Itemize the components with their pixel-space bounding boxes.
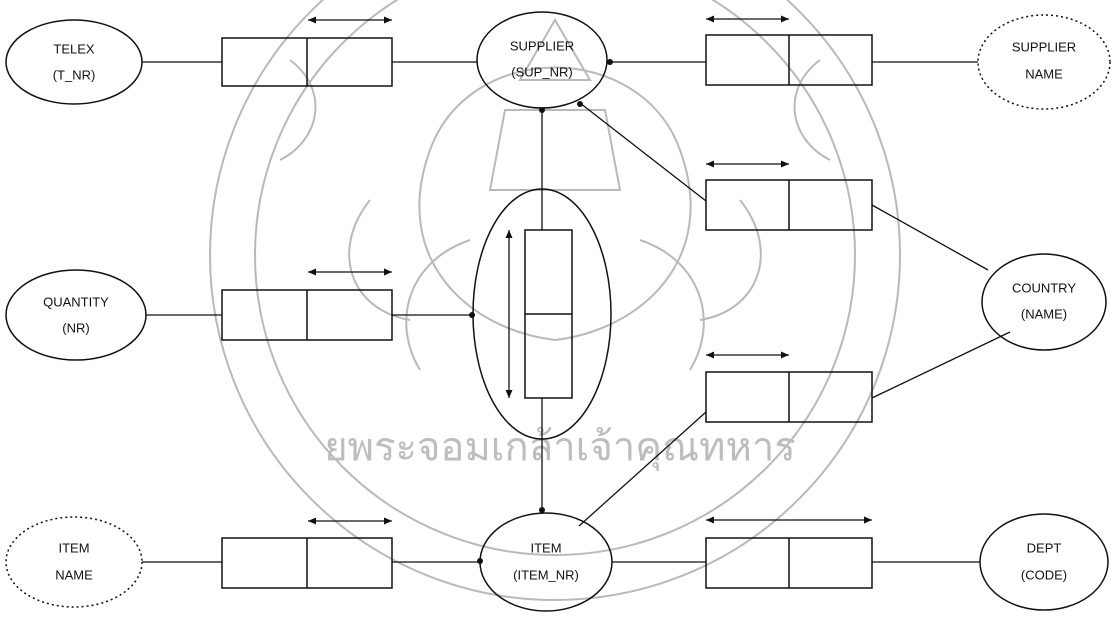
- entity-supplier: SUPPLIER (SUP_NR): [477, 12, 607, 108]
- table-box-item-dept: [706, 538, 872, 588]
- entity-label: ITEM: [530, 540, 561, 555]
- entity-dept: DEPT (CODE): [980, 514, 1108, 610]
- entity-label: COUNTRY: [1012, 280, 1076, 295]
- entity-key: (NAME): [1021, 306, 1067, 321]
- double-arrow-icon: [706, 352, 789, 359]
- table-box-supplier-name: [706, 35, 872, 85]
- double-arrow-icon: [706, 16, 789, 23]
- watermark-seal: ยพระจอมเกล้าเจ้าคุณทหาร: [210, 0, 900, 600]
- double-arrow-icon: [706, 161, 789, 168]
- watermark-text: ยพระจอมเกล้าเจ้าคุณทหาร: [324, 426, 796, 472]
- attribute-item-name: ITEM NAME: [6, 517, 142, 607]
- entity-item: ITEM (ITEM_NR): [480, 513, 612, 611]
- entity-label: SUPPLIER: [510, 38, 574, 53]
- entity-key: (NR): [62, 320, 89, 335]
- entity-label: DEPT: [1027, 540, 1062, 555]
- entity-label: TELEX: [53, 41, 95, 56]
- double-arrow-icon: [308, 17, 392, 24]
- double-arrow-icon: [308, 518, 392, 525]
- table-box-item-name: [222, 538, 392, 588]
- double-arrow-icon-vertical: [506, 230, 513, 398]
- double-arrow-icon: [706, 517, 872, 524]
- attribute-label: NAME: [55, 567, 93, 582]
- entity-key: (CODE): [1021, 567, 1067, 582]
- attribute-supplier-name: SUPPLIER NAME: [978, 15, 1110, 109]
- entity-key: (ITEM_NR): [513, 567, 579, 582]
- entity-telex: TELEX (T_NR): [6, 20, 142, 104]
- table-box-item-country: [706, 372, 872, 422]
- entity-quantity: QUANTITY (NR): [6, 270, 146, 360]
- attribute-label: NAME: [1025, 66, 1063, 81]
- entity-key: (T_NR): [53, 67, 96, 82]
- entity-country: COUNTRY (NAME): [982, 254, 1106, 350]
- table-box-telex-supplier: [222, 38, 392, 86]
- junction-dots: [469, 59, 613, 564]
- attribute-label: ITEM: [58, 540, 89, 555]
- entity-key: (SUP_NR): [511, 64, 572, 79]
- entity-label: QUANTITY: [43, 294, 109, 309]
- attribute-label: SUPPLIER: [1012, 39, 1076, 54]
